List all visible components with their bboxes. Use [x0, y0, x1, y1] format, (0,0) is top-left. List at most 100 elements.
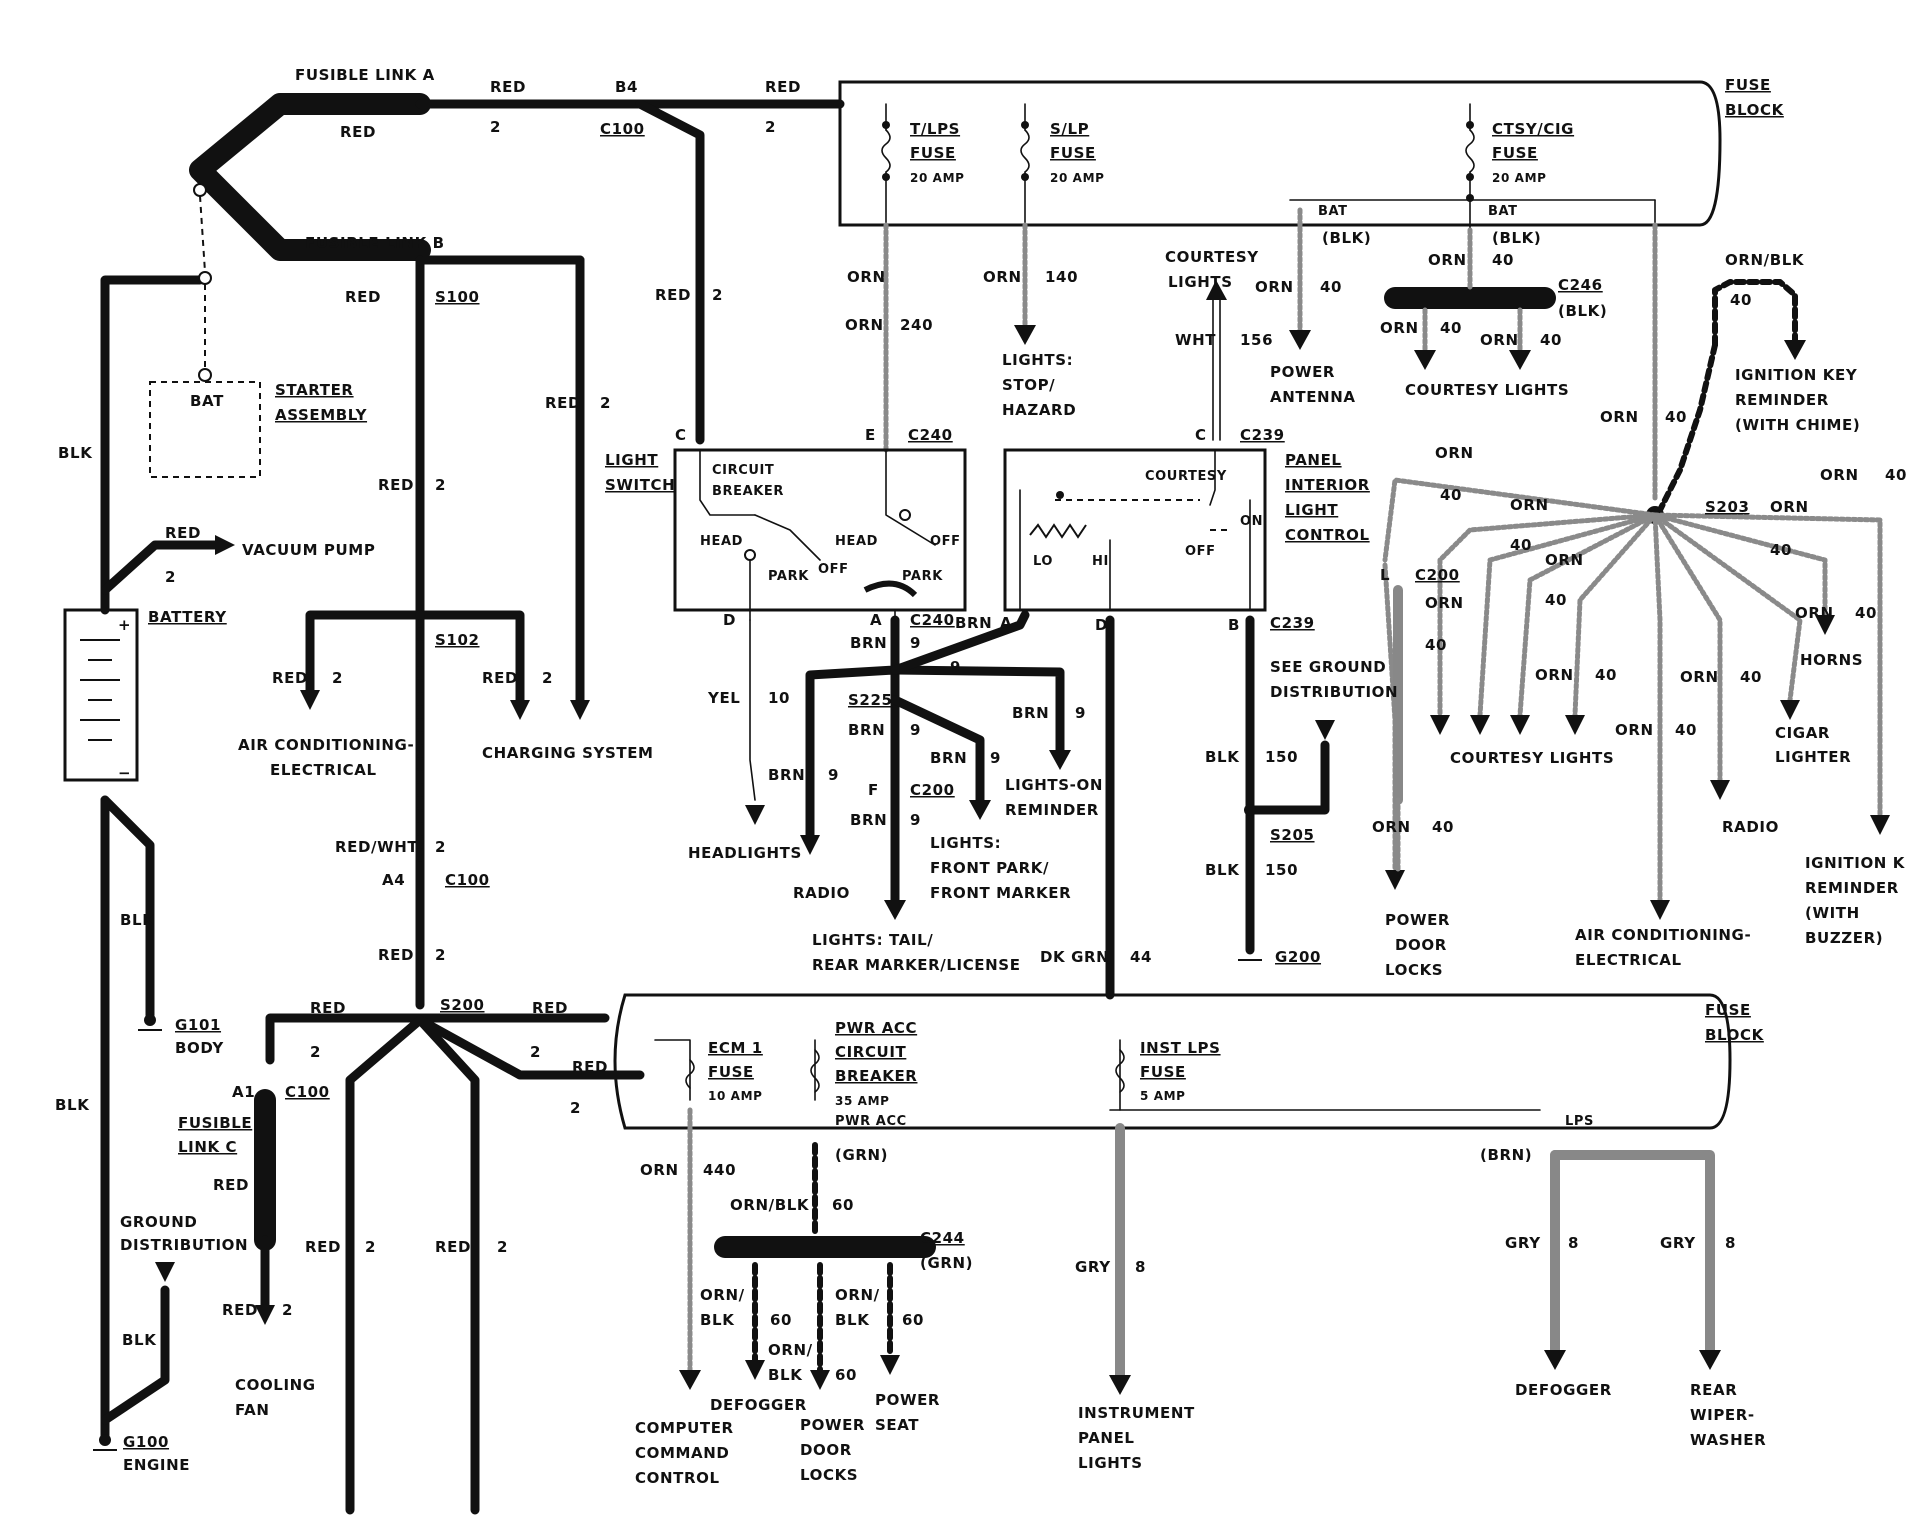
wire-color-label: RED — [345, 288, 381, 306]
pin-label: A — [870, 611, 882, 629]
fuse-name-label: INST LPS — [1140, 1039, 1221, 1057]
wire-gauge-label: 2 — [310, 1043, 321, 1061]
light-switch-outputs — [745, 610, 1335, 1000]
wire-gauge-label: 2 — [765, 118, 776, 136]
connector-label: C239 — [1240, 426, 1285, 444]
connector-label: C240 — [910, 611, 955, 629]
wire-color-label: BRN — [850, 634, 887, 652]
connector-color-label: (BLK) — [1322, 229, 1371, 247]
courtesy-lights-label: COURTESY LIGHTS — [1405, 381, 1569, 399]
wire-gauge-label: 2 — [600, 394, 611, 412]
switch-position-label: OFF — [930, 534, 961, 549]
wire-gauge-label: 44 — [1130, 948, 1152, 966]
wire-color-label: ORN — [1770, 498, 1809, 516]
s203-splice-branches — [1382, 477, 1890, 920]
breaker-name-label: CIRCUIT — [835, 1043, 907, 1061]
fuse-name-label: ECM 1 — [708, 1039, 763, 1057]
wire-color-label: RED — [532, 999, 568, 1017]
wire-gauge-label: 9 — [990, 749, 1001, 767]
wire-color-label: BLK — [768, 1366, 803, 1384]
switch-position-label: OFF — [1185, 544, 1216, 559]
breaker-name-label: BREAKER — [835, 1067, 917, 1085]
wire-gauge-label: 40 — [1440, 319, 1462, 337]
cigar-label: CIGAR — [1775, 724, 1830, 742]
wire-gauge-label: 8 — [1568, 1234, 1579, 1252]
switch-position-label: ON — [1240, 514, 1263, 529]
switch-position-label: HEAD — [700, 534, 743, 549]
fusible-link-a-label: FUSIBLE LINK A — [295, 66, 435, 84]
wire-color-label: RED — [165, 524, 201, 542]
battery-label: BATTERY — [148, 608, 227, 626]
battery-minus: − — [118, 764, 131, 782]
connector-label: C100 — [445, 871, 490, 889]
ign-buzzer-label: (WITH — [1805, 904, 1860, 922]
ac-elec-label: ELECTRICAL — [270, 761, 377, 779]
wire-color-label: BLK — [55, 1096, 90, 1114]
wire-color-label: YEL — [707, 689, 740, 707]
cigar-label: LIGHTER — [1775, 748, 1851, 766]
switch-position-label: OFF — [818, 562, 849, 577]
fuse-rating-label: 10 AMP — [708, 1089, 763, 1103]
connector-label: C100 — [600, 120, 645, 138]
connector-label: B4 — [615, 78, 638, 96]
fuse-block-label: BLOCK — [1705, 1026, 1765, 1044]
power-door-label: LOCKS — [800, 1466, 858, 1484]
wire-color-label: ORN/BLK — [1725, 251, 1805, 269]
wire-color-label: ORN — [1680, 668, 1719, 686]
wire-color-label: GRY — [1075, 1258, 1111, 1276]
wire-color-label: BLK — [120, 911, 155, 929]
lights-tail-label: REAR MARKER/LICENSE — [812, 956, 1021, 974]
wire-color-label: RED — [378, 946, 414, 964]
pin-label: B — [1228, 616, 1240, 634]
fuse-rating-label: 20 AMP — [1050, 171, 1105, 185]
connector-label: C244 — [920, 1229, 965, 1247]
ign-chime-label: REMINDER — [1735, 391, 1829, 409]
wire-gauge-label: 150 — [1265, 861, 1298, 879]
fuse-rating-label: 35 AMP — [835, 1094, 890, 1108]
wire-color-label: BRN — [930, 749, 967, 767]
lights-front-label: FRONT MARKER — [930, 884, 1071, 902]
switch-position-label: PARK — [768, 569, 809, 584]
wire-color-label: BLK — [700, 1311, 735, 1329]
connector-label: C200 — [1415, 566, 1460, 584]
wire-color-label: RED — [435, 1238, 471, 1256]
panel-control-label: CONTROL — [1285, 526, 1370, 544]
wire-color-label: RED — [340, 123, 376, 141]
switch-position-label: HI — [1092, 554, 1109, 569]
wire-gauge-label: 440 — [703, 1161, 736, 1179]
diagram-labels: FUSIBLE LINK A RED RED 2 B4 C100 RED 2 F… — [55, 66, 1906, 1487]
wire-gauge-label: 40 — [1740, 668, 1762, 686]
pin-label: L — [1380, 566, 1390, 584]
wire-color-label: ORN — [1600, 408, 1639, 426]
fusible-link-c-label: FUSIBLE — [178, 1114, 252, 1132]
power-antenna-label: POWER — [1270, 363, 1335, 381]
radio-label: RADIO — [1722, 818, 1779, 836]
wire-gauge-label: 240 — [900, 316, 933, 334]
switch-position-label: PARK — [902, 569, 943, 584]
wire-color-label: BRN — [850, 811, 887, 829]
wire-color-label: ORN/ — [700, 1286, 745, 1304]
wire-gauge-label: 10 — [768, 689, 790, 707]
wire-gauge-label: 156 — [1240, 331, 1273, 349]
wire-gauge-label: 60 — [770, 1311, 792, 1329]
bat-terminal-label: BAT — [1488, 204, 1518, 219]
power-door-label: POWER — [800, 1416, 865, 1434]
ign-chime-label: IGNITION KEY — [1735, 366, 1858, 384]
fuse-name-label: FUSE — [1140, 1063, 1186, 1081]
wire-color-label: ORN/ — [835, 1286, 880, 1304]
wire-color-label: ORN — [1425, 594, 1464, 612]
radio-label: RADIO — [793, 884, 850, 902]
wire-gauge-label: 40 — [1675, 721, 1697, 739]
wire-gauge-label: 2 — [282, 1301, 293, 1319]
pin-label: A — [1000, 614, 1012, 632]
lower-fuses — [654, 1039, 1721, 1395]
see-ground-label: DISTRIBUTION — [1270, 683, 1398, 701]
g200-label: G200 — [1275, 948, 1321, 966]
defogger-label: DEFOGGER — [710, 1396, 807, 1414]
ign-buzzer-label: BUZZER) — [1805, 929, 1883, 947]
connector-color-label: (BRN) — [1480, 1146, 1532, 1164]
light-switch — [673, 448, 967, 621]
ground-dist-label: GROUND — [120, 1213, 197, 1231]
main-feed-wiring — [189, 93, 845, 1515]
wire-color-label: BLK — [58, 444, 93, 462]
